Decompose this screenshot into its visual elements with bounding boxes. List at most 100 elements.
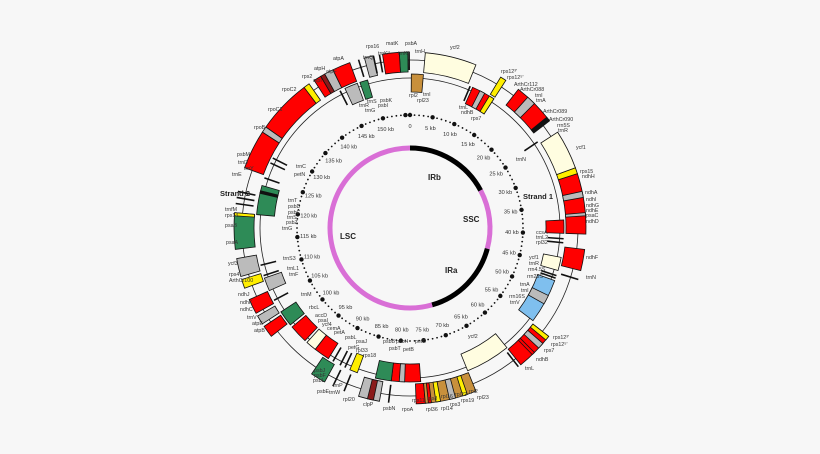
region-arc-ssc xyxy=(478,189,493,250)
gene-label: psbL xyxy=(345,335,357,341)
gene-label: rps11 xyxy=(412,398,425,404)
gene-label: trnL1 xyxy=(287,266,299,272)
scale-minor-dot xyxy=(506,283,509,286)
scale-major-dot xyxy=(509,274,515,279)
scale-major-dot xyxy=(517,252,522,258)
gene-block xyxy=(359,79,374,100)
scale-minor-dot xyxy=(305,182,307,185)
scale-minor-dot xyxy=(341,317,344,320)
gene-label: rps15 xyxy=(580,169,593,175)
scale-minor-dot xyxy=(327,148,330,151)
gene-block xyxy=(527,287,549,305)
trna-tick xyxy=(506,352,519,368)
scale-minor-dot xyxy=(457,329,460,331)
rings xyxy=(241,59,579,397)
region-label-irb: IRb xyxy=(428,173,441,182)
scale-minor-dot xyxy=(427,338,430,341)
gene-label: ycf4 xyxy=(322,322,332,328)
scale-minor-dot xyxy=(409,340,411,342)
gene-label: ndhC xyxy=(240,307,253,313)
gene-label: trnC xyxy=(296,164,306,170)
trna-tick xyxy=(547,236,564,240)
scale-major-dot xyxy=(339,135,345,140)
gene-label: psbE xyxy=(317,389,330,395)
trna-tick xyxy=(235,202,254,207)
gene-label: trnI xyxy=(521,288,529,294)
scale-minor-dot xyxy=(330,145,333,148)
scale-minor-dot xyxy=(521,236,524,238)
scale-minor-dot xyxy=(499,159,502,162)
gene-label: ndhF xyxy=(586,255,599,261)
scale-major-dot xyxy=(299,257,304,262)
gene-label: rps12³' xyxy=(553,335,569,341)
trna-tick xyxy=(260,260,277,267)
trna-tick xyxy=(237,190,256,196)
scale-minor-dot xyxy=(436,336,438,339)
gene-block xyxy=(366,378,379,401)
scale-minor-dot xyxy=(476,136,479,139)
trna-tick xyxy=(343,374,352,392)
scale-label: 100 kb xyxy=(323,291,340,297)
scale-minor-dot xyxy=(364,123,367,125)
scale-label: 140 kb xyxy=(340,144,357,150)
scale-minor-dot xyxy=(296,222,298,225)
scale-minor-dot xyxy=(303,187,306,189)
scale-minor-dot xyxy=(369,332,371,335)
scale-major-dot xyxy=(336,313,341,318)
gene-label: ycf3 xyxy=(228,261,238,267)
gene-block xyxy=(241,273,264,289)
gene-block xyxy=(530,116,551,134)
scale-major-dot xyxy=(498,293,503,299)
scale-minor-dot xyxy=(496,298,499,301)
trna-tick xyxy=(560,273,579,281)
scale-major-dot xyxy=(323,150,328,156)
trna-tick xyxy=(372,55,378,74)
scale-major-dot xyxy=(376,334,381,339)
scale-major-dot xyxy=(452,121,457,127)
scale-minor-dot xyxy=(305,271,307,274)
scale-minor-dot xyxy=(502,291,504,294)
gene-label: rrn16S xyxy=(509,294,525,300)
scale-label: 130 kb xyxy=(313,175,330,181)
gene-label: psbA xyxy=(405,41,418,47)
gene-label: rpl33 xyxy=(356,348,368,354)
scale-label: 50 kb xyxy=(495,270,509,276)
scale-major-dot xyxy=(489,147,494,152)
scale-minor-dot xyxy=(521,240,524,243)
gene-label: psbC xyxy=(288,210,301,216)
gene-label: trnfM xyxy=(225,207,237,213)
trna-tick xyxy=(273,292,289,302)
gene-label: trnR xyxy=(359,103,369,109)
scale-label: 5 kb xyxy=(425,126,436,132)
scale-label: 30 kb xyxy=(499,190,513,196)
scale-minor-dot xyxy=(377,118,380,121)
scale-minor-dot xyxy=(413,340,416,342)
gene-label: rps14 xyxy=(225,213,238,219)
gene-label: atpH xyxy=(314,66,325,72)
gene-label: trnL xyxy=(525,366,534,372)
gene-label: atpF xyxy=(326,69,337,75)
gene-label: trnP xyxy=(333,383,343,389)
region-arc-ira xyxy=(431,248,490,308)
scale-label: 95 kb xyxy=(339,305,353,311)
gene-label: ndhJ xyxy=(238,292,250,298)
gene-label: trnA xyxy=(536,98,546,104)
scale-minor-dot xyxy=(297,208,300,211)
scale-label: 0 xyxy=(408,124,411,130)
gene-label: trnV xyxy=(247,315,257,321)
gene-block xyxy=(513,96,536,119)
scale-minor-dot xyxy=(457,125,460,127)
scale-minor-dot xyxy=(517,258,520,261)
scale-label: 40 kb xyxy=(505,230,519,236)
gene-block xyxy=(410,73,424,93)
gene-label: ArthCr088 xyxy=(520,87,544,93)
gene-label: trnR xyxy=(558,128,568,134)
scale-minor-dot xyxy=(465,129,468,132)
gene-label: rps7 xyxy=(471,116,481,122)
scale-major-dot xyxy=(519,207,524,213)
gene-label: trnI xyxy=(423,92,431,98)
scale-minor-dot xyxy=(337,139,340,142)
gene-label: rps2 xyxy=(302,74,312,80)
scale-minor-dot xyxy=(469,322,472,325)
gene-block xyxy=(265,86,317,140)
